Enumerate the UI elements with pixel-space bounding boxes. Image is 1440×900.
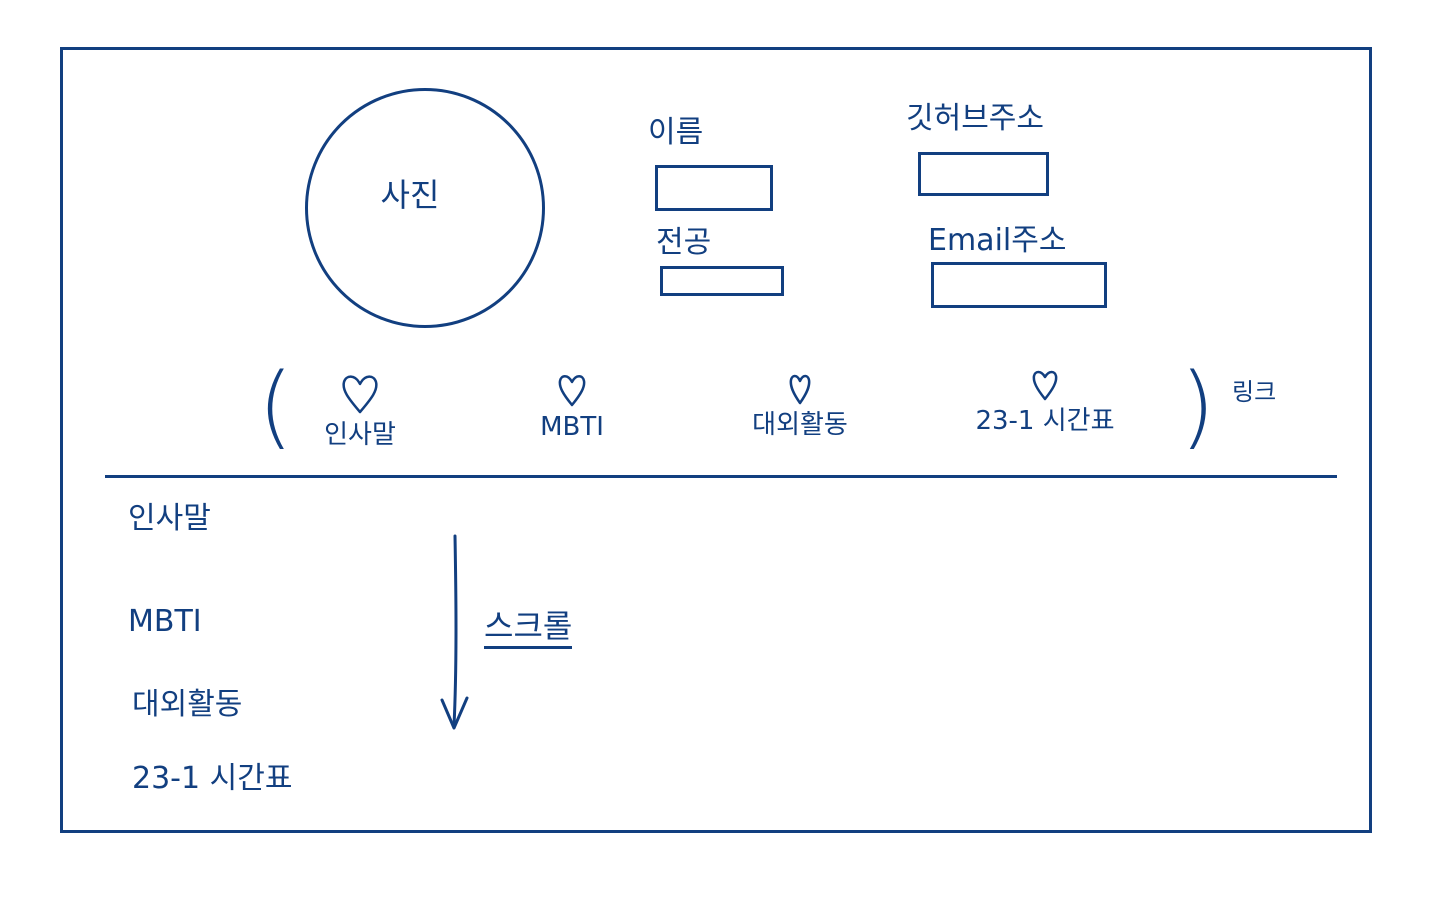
heart-icon <box>789 374 811 405</box>
section-timetable: 23-1 시간표 <box>132 761 293 796</box>
nav-item-label: 인사말 <box>324 420 396 450</box>
major-field[interactable] <box>660 266 784 296</box>
name-label: 이름 <box>648 115 704 150</box>
page-frame <box>60 47 1372 833</box>
nav-item-greeting[interactable]: 인사말 <box>310 372 410 448</box>
email-field[interactable] <box>931 262 1107 308</box>
nav-item-mbti[interactable]: MBTI <box>522 372 622 440</box>
profile-photo-label: 사진 <box>380 176 440 214</box>
link-note: 링크 <box>1232 378 1277 406</box>
github-label: 깃허브주소 <box>906 101 1044 136</box>
heart-icon <box>342 375 378 414</box>
scroll-note: 스크롤 <box>484 610 573 649</box>
name-field[interactable] <box>655 165 773 211</box>
section-activities: 대외활동 <box>132 687 243 722</box>
nav-item-label: MBTI <box>540 412 604 442</box>
nav-open-paren: ( <box>258 354 294 459</box>
heart-icon <box>558 375 586 407</box>
heart-icon <box>1032 370 1058 401</box>
section-mbti: MBTI <box>128 604 202 639</box>
github-field[interactable] <box>918 152 1049 196</box>
nav-close-paren: ) <box>1180 354 1216 459</box>
section-greeting: 인사말 <box>128 501 211 536</box>
nav-item-label: 23-1 시간표 <box>975 406 1115 436</box>
section-divider <box>105 475 1337 478</box>
profile-photo[interactable]: 사진 <box>305 88 545 328</box>
nav-item-label: 대외활동 <box>752 410 848 440</box>
scroll-down-arrow-icon <box>440 534 469 730</box>
email-label: Email주소 <box>928 223 1067 258</box>
nav-item-activities[interactable]: 대외활동 <box>745 372 855 438</box>
nav-item-timetable[interactable]: 23-1 시간표 <box>960 368 1130 434</box>
major-label: 전공 <box>656 225 712 260</box>
